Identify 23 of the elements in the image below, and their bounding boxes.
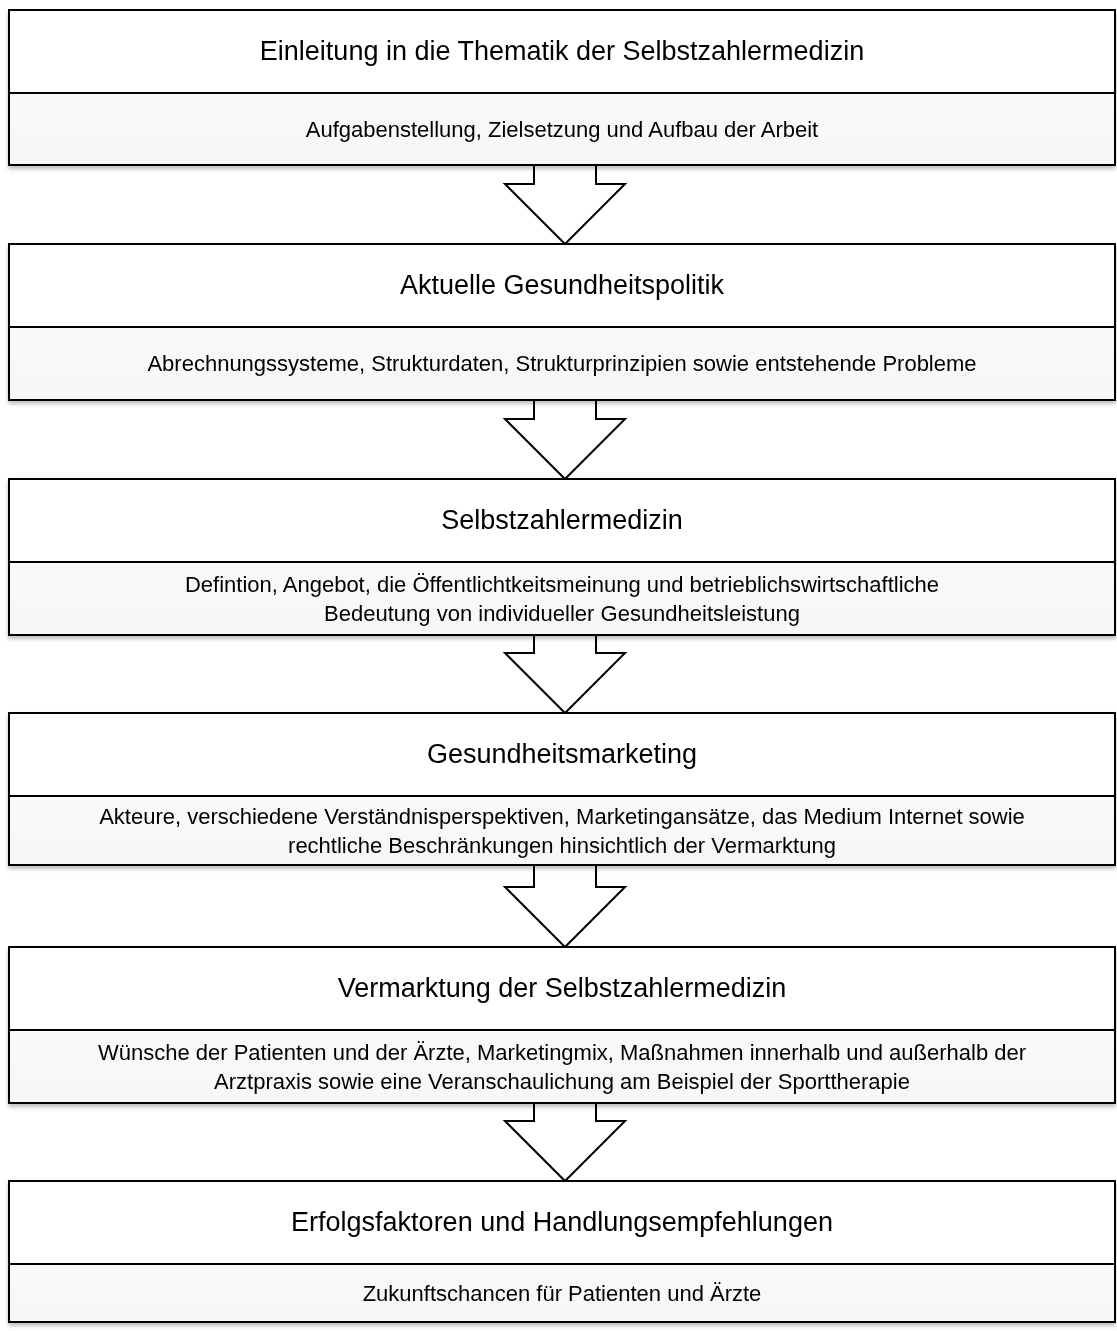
section-description: Wünsche der Patienten und der Ärzte, Marketingmix, Maßnahmen innerhalb und außerhalb der Arztpraxis sowie eine Veranschaulichung am Beispiel der Sporttherapie	[96, 1038, 1028, 1096]
section-description: Abrechnungssysteme, Strukturdaten, Strukturprinzipien sowie entstehende Probleme	[147, 350, 977, 378]
section-box	[8, 9, 1116, 166]
section-box	[8, 478, 1116, 636]
section-heading: Selbstzahlermedizin	[441, 505, 683, 536]
section-heading: Aktuelle Gesundheitspolitik	[399, 270, 725, 301]
section-description: Zukunftschancen für Patienten und Ärzte	[362, 1279, 762, 1308]
block-arrow	[502, 164, 628, 246]
section-heading: Erfolgsfaktoren und Handlungsempfehlungen	[291, 1207, 833, 1238]
section-heading: Gesundheitsmarketing	[426, 739, 698, 770]
section-description: Defintion, Angebot, die Öffentlichtkeitsmeinung und betrieblichswirtschaftliche Bedeutung von individueller Gesundheitsleistung	[183, 570, 941, 628]
section-box	[8, 243, 1116, 401]
section-description: Aufgabenstellung, Zielsetzung und Aufbau der Arbeit	[305, 115, 819, 144]
section-box	[8, 1180, 1116, 1323]
block-arrow	[502, 864, 628, 949]
block-arrow	[502, 634, 628, 715]
block-arrow	[502, 1102, 628, 1183]
section-box	[8, 946, 1116, 1104]
section-description: Akteure, verschiedene Verständnisperspektiven, Marketingansätze, das Medium Internet sowie rechtliche Beschränkungen hinsichtlich der Vermarktung	[98, 802, 1026, 860]
section-heading: Vermarktung der Selbstzahlermedizin	[337, 973, 787, 1004]
block-arrow	[502, 399, 628, 481]
section-heading: Einleitung in die Thematik der Selbstzahlermedizin	[259, 36, 865, 67]
section-box	[8, 712, 1116, 866]
